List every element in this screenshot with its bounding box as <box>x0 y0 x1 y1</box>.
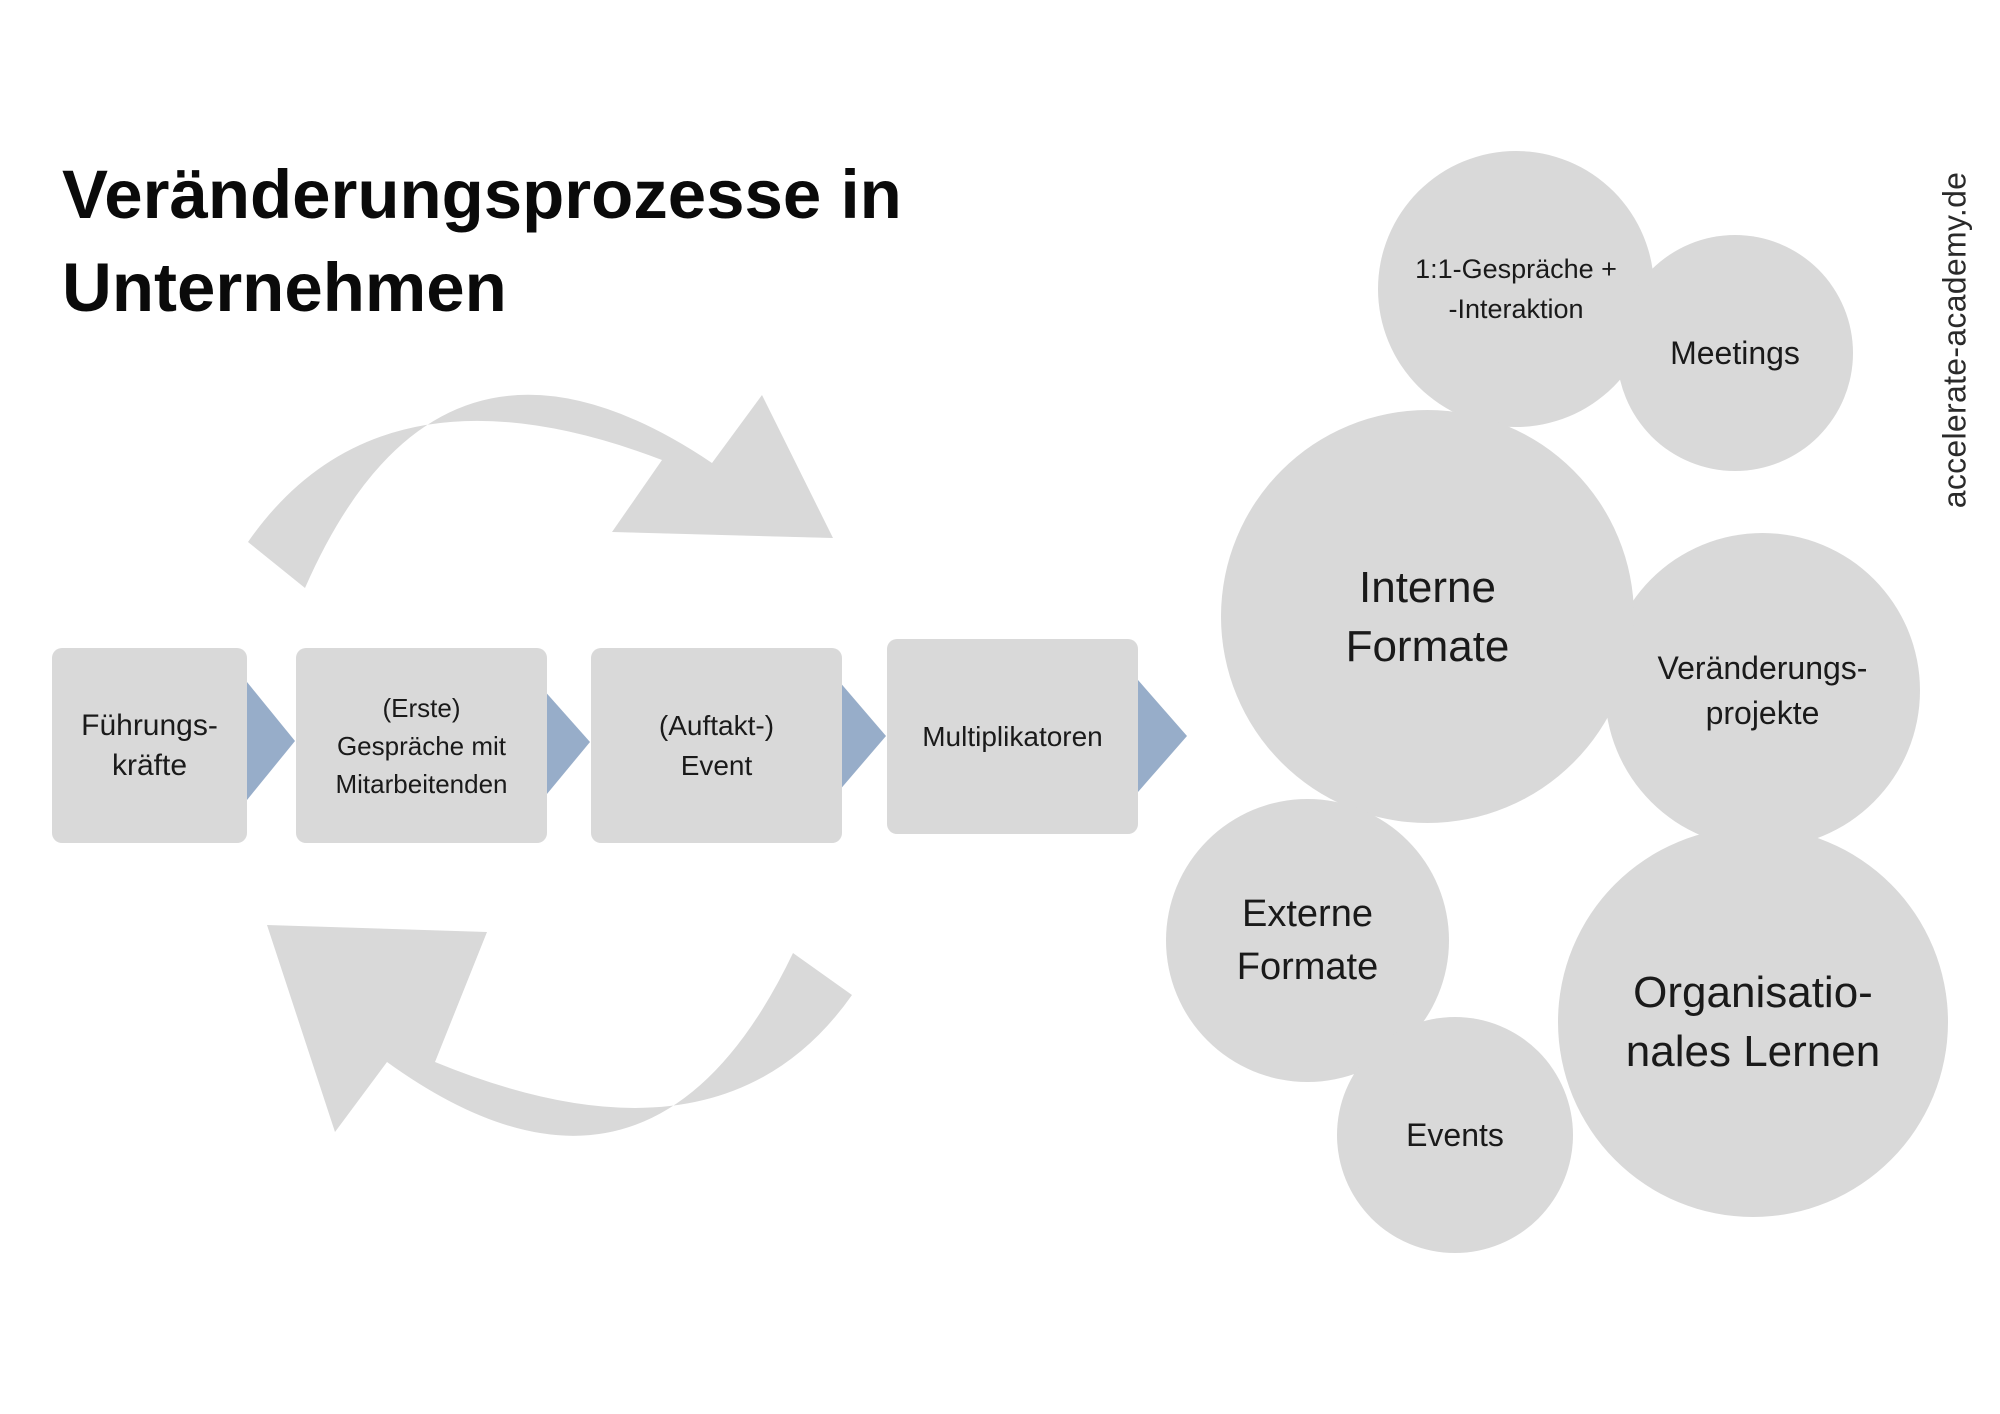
process-step-multiplikatoren: Multiplikatoren <box>887 639 1138 834</box>
bubble-events: Events <box>1337 1017 1573 1253</box>
cycle-arrow-bottom <box>267 925 852 1136</box>
process-step-event: (Auftakt-) Event <box>591 648 842 843</box>
watermark-url: accelerate-academy.de <box>1936 171 1973 509</box>
page-title: Veränderungsprozesse in Unternehmen <box>62 148 902 334</box>
process-step-label: Multiplikatoren <box>922 720 1103 752</box>
bubble-projekte: Veränderungs- projekte <box>1605 533 1920 848</box>
cycle-arrow-top <box>248 394 833 588</box>
chevron-3 <box>838 680 886 792</box>
process-step-fuehrungskraefte: Führungs- kräfte <box>52 648 247 843</box>
bubble-organisationales-lernen: Organisatio- nales Lernen <box>1558 827 1948 1217</box>
process-step-label: Führungs- kräfte <box>81 708 218 782</box>
title-line-1: Veränderungsprozesse in <box>62 156 902 233</box>
bubble-meetings: Meetings <box>1617 235 1853 471</box>
title-line-2: Unternehmen <box>62 249 507 326</box>
bubble-interne-formate: Interne Formate <box>1221 410 1634 823</box>
bubble-externe-formate: Externe Formate <box>1166 799 1449 1082</box>
chevron-4 <box>1138 680 1187 792</box>
process-step-label: (Auftakt-) Event <box>658 709 775 781</box>
chevron-2 <box>542 688 590 800</box>
chevron-1 <box>247 682 295 800</box>
process-step-label: (Erste) Gespräche mit Mitarbeitenden <box>335 692 508 799</box>
bubble-gespraeche: 1:1-Gespräche + -Interaktion <box>1378 151 1654 427</box>
process-step-gespraeche: (Erste) Gespräche mit Mitarbeitenden <box>296 648 547 843</box>
